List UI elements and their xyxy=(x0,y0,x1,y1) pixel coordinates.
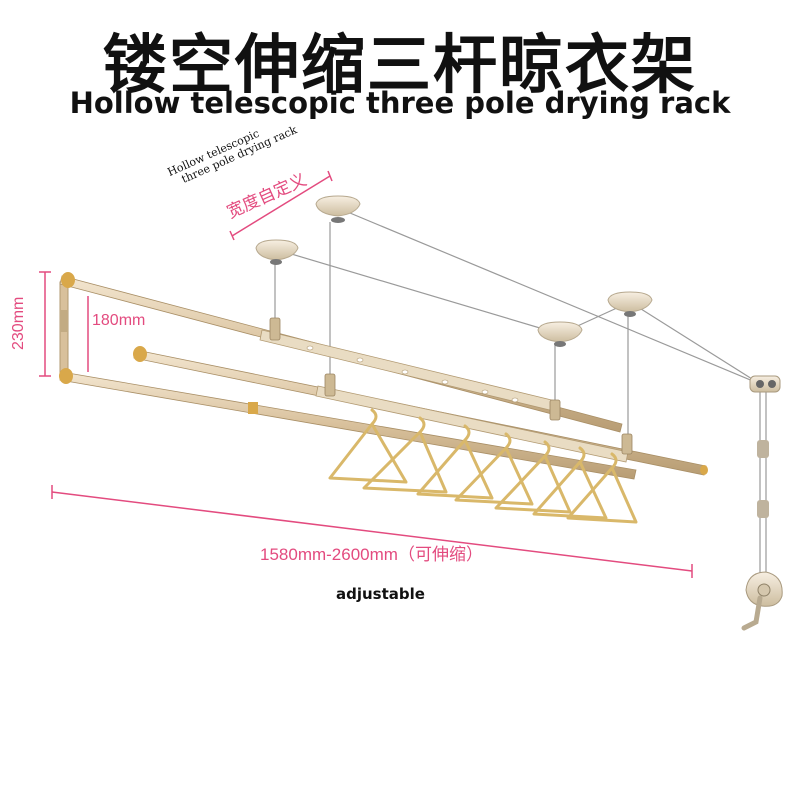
adjustable-label: adjustable xyxy=(336,585,425,603)
page-title-english: Hollow telescopic three pole drying rack xyxy=(69,86,731,120)
ceiling-pulley xyxy=(607,291,653,317)
ceiling-pulley xyxy=(537,321,583,347)
drying-pole-bottom xyxy=(59,368,637,480)
dimension-height-230-marker xyxy=(39,271,51,377)
length-range-label: 1580mm-2600mm（可伸缩） xyxy=(260,545,483,564)
clothes-hangers xyxy=(328,408,638,524)
ceiling-pulley xyxy=(255,239,299,265)
page-title-chinese: 镂空伸缩三杆晾衣架 xyxy=(103,29,697,103)
height-230-label: 230mm xyxy=(10,296,27,350)
left-end-frame xyxy=(59,281,69,377)
pole-clamps xyxy=(269,317,633,455)
rope-connector xyxy=(757,440,769,518)
wall-pulley-bracket xyxy=(749,375,781,393)
ceiling-cables xyxy=(274,207,767,590)
dimension-width-marker xyxy=(229,170,333,241)
ceiling-pulley xyxy=(315,195,361,223)
dimension-length-marker xyxy=(51,485,693,578)
rail-holes xyxy=(306,345,519,403)
hand-crank xyxy=(741,571,783,631)
height-180-label: 180mm xyxy=(92,312,146,329)
